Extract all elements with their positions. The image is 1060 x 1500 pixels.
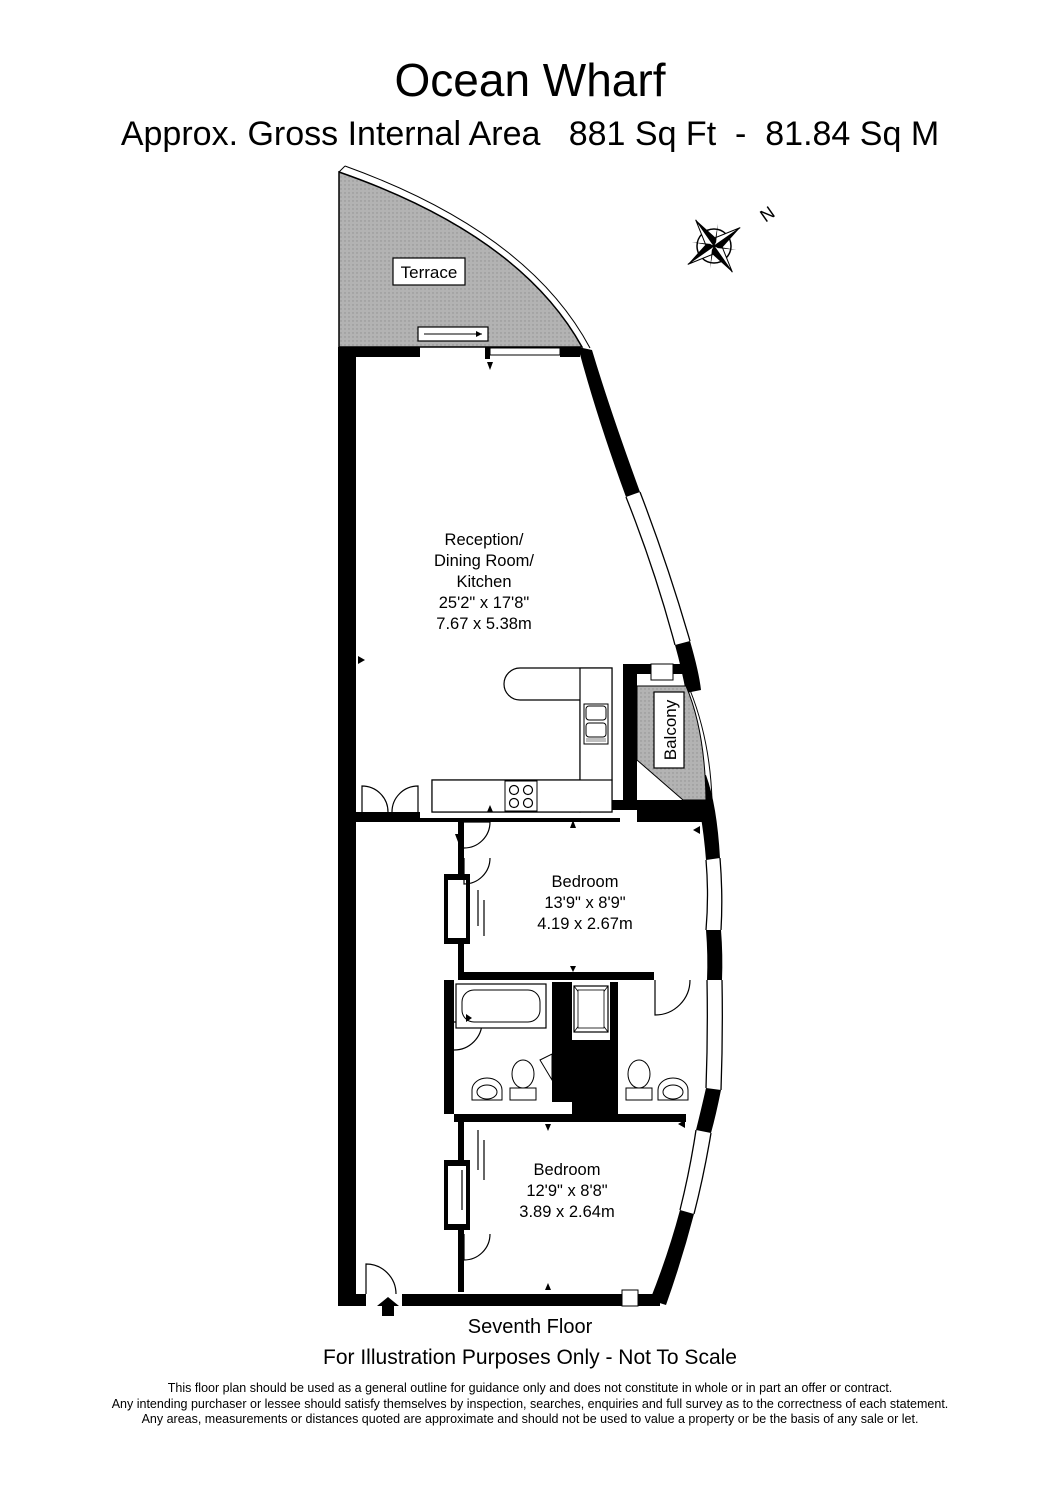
compass-rose-icon: N [687,202,778,273]
room-labels: Reception/ Dining Room/ Kitchen 25'2" x … [434,531,633,1221]
reception-metric: 7.67 x 5.38m [436,615,531,633]
toilet-2 [625,1059,653,1101]
disclaimer-line: Any intending purchaser or lessee should… [111,1396,949,1411]
floor-label: Seventh Floor [467,1316,593,1338]
compass-north-label: N [756,202,778,226]
balcony: Balcony [623,663,713,810]
bedroom1-imperial: 13'9" x 8'9" [544,894,625,912]
bedroom1-label: Bedroom [552,873,619,891]
basin-2 [657,1077,689,1101]
bedroom2-label: Bedroom [534,1161,601,1179]
page-title: Ocean Wharf [394,54,666,106]
door-swings [361,785,691,1295]
toilet-1 [509,1059,537,1101]
disclaimer: This floor plan should be used as a gene… [0,1381,1060,1428]
bedroom2-metric: 3.89 x 2.64m [519,1203,614,1221]
kitchen [431,667,613,813]
terrace-label: Terrace [401,263,458,282]
reception-label-line3: Kitchen [456,573,511,591]
terrace-label-box [392,257,466,286]
bedroom1-metric: 4.19 x 2.67m [537,915,632,933]
balcony-label-box [653,691,685,769]
reception-label-line1: Reception/ [445,531,524,549]
illustration-note: For Illustration Purposes Only - Not To … [323,1346,737,1369]
outer-walls [338,347,723,1307]
entrance-arrow-icon [377,1297,399,1316]
balcony-label: Balcony [661,699,680,760]
terrace: Terrace [338,165,591,349]
reception-imperial: 25'2" x 17'8" [439,594,530,612]
measurement-markers [358,362,700,1290]
bathroom-fixtures [455,983,689,1101]
disclaimer-line: Any areas, measurements or distances quo… [141,1412,919,1426]
disclaimer-line: This floor plan should be used as a gene… [167,1381,893,1395]
basin-1 [471,1077,503,1101]
reception-label-line2: Dining Room/ [434,552,534,570]
bedroom2-imperial: 12'9" x 8'8" [526,1182,607,1200]
area-subtitle: Approx. Gross Internal Area 881 Sq Ft - … [120,115,940,153]
